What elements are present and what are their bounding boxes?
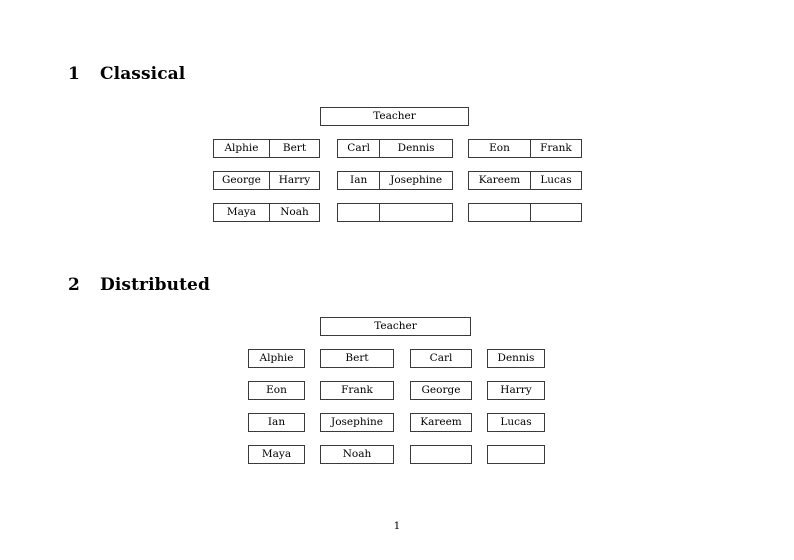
group-box: Kareem [410,413,472,432]
section-title: Distributed [100,275,210,295]
name-cell: George [421,384,461,397]
name-cell: Ian [267,416,286,429]
group-box: Josephine [320,413,394,432]
name-cell: Teacher [373,110,416,123]
empty-cell [529,204,581,221]
name-cell: Carl [347,142,370,155]
name-cell: Noah [268,204,319,221]
group-box: Eon Frank [468,139,582,158]
group-box: George [410,381,472,400]
empty-cell [338,204,379,221]
page-number: 1 [393,520,401,532]
name-cell: Maya [261,448,292,461]
group-box: Frank [320,381,394,400]
group-box: Alphie [248,349,305,368]
group-box: Ian [248,413,305,432]
name-cell: Eon [489,142,510,155]
group-box: Dennis [487,349,545,368]
name-cell: Harry [268,172,319,189]
group-box: Eon [248,381,305,400]
empty-cell [411,446,471,463]
group-box [410,445,472,464]
name-cell: Alphie [224,142,259,155]
name-cell: Josephine [379,172,452,189]
name-cell: Teacher [374,320,417,333]
name-cell: Carl [429,352,453,365]
section-heading-distributed: 2 Distributed [68,275,210,295]
section-number: 1 [68,64,80,84]
name-cell: Frank [529,140,581,157]
name-cell: Kareem [478,174,521,187]
name-cell: Noah [342,448,372,461]
name-cell: Kareem [420,416,462,429]
empty-cell [488,446,544,463]
empty-cell [379,204,452,221]
group-box: Maya Noah [213,203,320,222]
name-cell: Lucas [529,172,581,189]
group-box [468,203,582,222]
name-cell: Bert [268,140,319,157]
group-box: George Harry [213,171,320,190]
name-cell: Lucas [500,416,532,429]
name-cell: George [222,174,261,187]
name-cell: Bert [345,352,369,365]
group-box: Alphie Bert [213,139,320,158]
group-box: Carl Dennis [337,139,453,158]
group-box [337,203,453,222]
name-cell: Frank [341,384,373,397]
group-box: Harry [487,381,545,400]
section-heading-classical: 1 Classical [68,64,185,84]
group-box: Carl [410,349,472,368]
name-cell: Dennis [497,352,535,365]
name-cell: Dennis [379,140,452,157]
group-box: Kareem Lucas [468,171,582,190]
group-box [487,445,545,464]
name-cell: Josephine [331,416,383,429]
group-box: Lucas [487,413,545,432]
name-cell: Maya [226,206,257,219]
name-cell: Eon [266,384,287,397]
name-cell: Ian [350,174,368,187]
teacher-box: Teacher [320,317,471,336]
group-box: Bert [320,349,394,368]
group-box: Ian Josephine [337,171,453,190]
teacher-box: Teacher [320,107,469,126]
section-title: Classical [100,64,186,84]
empty-cell [469,204,530,221]
group-box: Noah [320,445,394,464]
name-cell: Alphie [259,352,294,365]
section-number: 2 [68,275,80,295]
group-box: Maya [248,445,305,464]
name-cell: Harry [500,384,532,397]
